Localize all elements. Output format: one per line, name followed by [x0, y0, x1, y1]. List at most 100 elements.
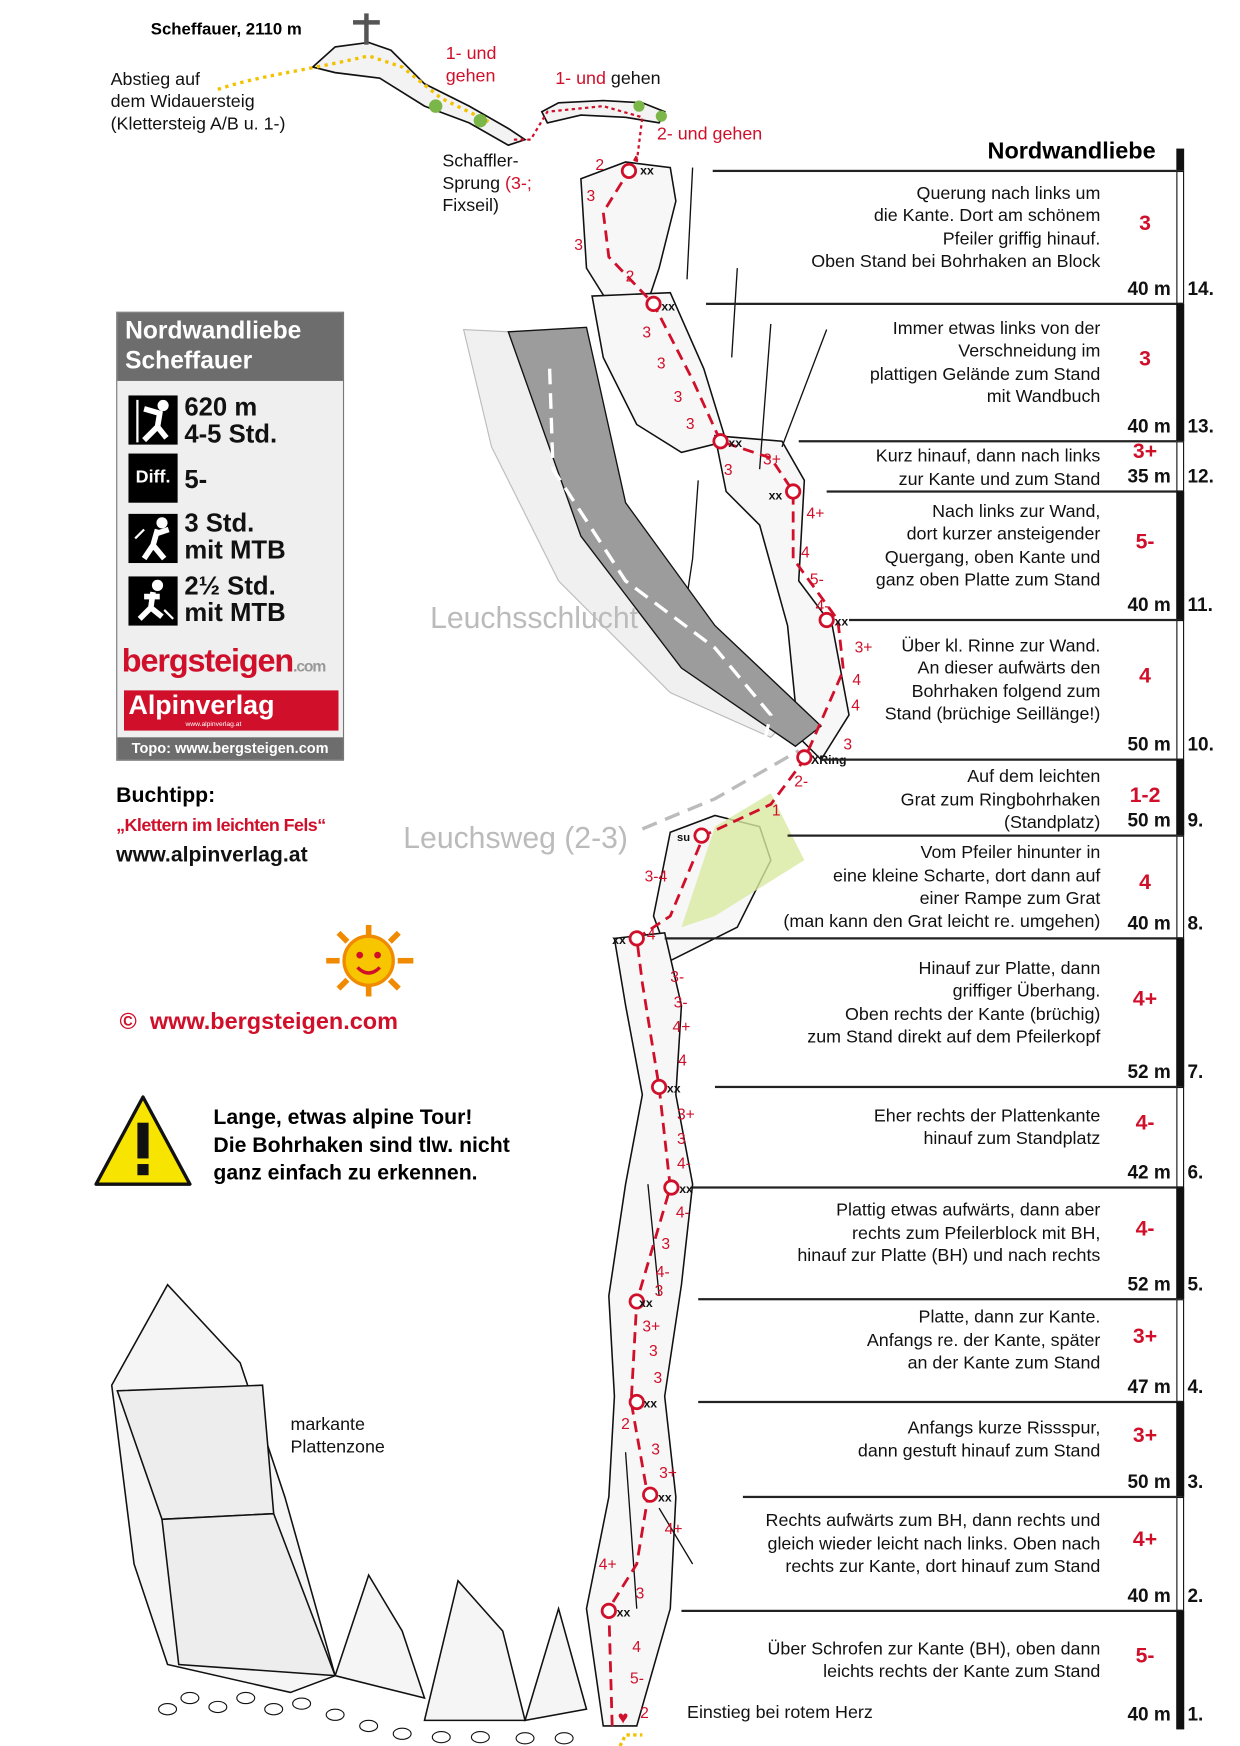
pitch-number: 12. [1187, 465, 1214, 488]
logo-url: www.alpinverlag.at [185, 721, 242, 729]
book-tip-label: Buchtipp: [116, 784, 216, 808]
route-length: 620 m [184, 392, 258, 422]
route-grade-label: 3 [586, 186, 596, 205]
summit-ridge [311, 41, 666, 147]
pitch-row: Auf dem leichten Grat zum Ringbohrhaken … [0, 759, 1240, 837]
ridge-note-text: gehen [445, 67, 496, 87]
ridge-note-grade: 1- und [555, 69, 606, 89]
route-grade-label: 4- [655, 1262, 670, 1281]
pitch-number: 8. [1187, 912, 1204, 934]
pitch-length: 40 m [1127, 1703, 1171, 1725]
ridge-note-text: gehen [712, 125, 763, 145]
pitch-grade: 3+ [1132, 440, 1158, 464]
route-grade-label: 5- [630, 1668, 644, 1687]
pitch-bar-segment [1176, 303, 1185, 442]
warning-text: Lange, etwas alpine Tour! Die Bohrhaken … [213, 1104, 509, 1188]
logo-text: bergsteigen [121, 643, 294, 680]
route-grade-label: 5- [809, 569, 824, 588]
warning-line: Die Bohrhaken sind tlw. nicht [213, 1133, 510, 1158]
book-title: „Klettern im leichten Fels“ [116, 816, 326, 836]
pitch-length: 47 m [1127, 1376, 1171, 1398]
anchor-label: xx [661, 300, 676, 314]
pitch-divider [698, 1400, 1182, 1404]
pitch-description: Plattig etwas aufwärts, dann aber rechts… [797, 1201, 1101, 1266]
descent-line: Abstieg auf [110, 70, 201, 90]
route-grade-label: 3 [635, 1584, 645, 1602]
route-grade-label: 3 [723, 460, 733, 479]
publisher-link[interactable]: www.alpinverlag.at [116, 843, 308, 867]
route-grade-label: 4 [678, 1051, 687, 1070]
pitch-row: Hinauf zur Platte, dann griffiger Überha… [0, 938, 1240, 1089]
belay-stations [600, 162, 835, 1619]
route-grade-label: 4- [676, 1153, 691, 1172]
route-grade-label: 3+ [762, 450, 781, 469]
pitch-length: 40 m [1127, 594, 1171, 616]
warning-line: ganz einfach zu erkennen. [213, 1161, 478, 1186]
anchor-label: xx [657, 1491, 672, 1505]
route-grade-label: 3- [673, 993, 688, 1011]
pitch-description: Eher rechts der Plattenkante hinauf zum … [873, 1106, 1101, 1149]
pitch-description: Rechts aufwärts zum BH, dann rechts und … [765, 1511, 1101, 1577]
anchor-label: xx [834, 615, 849, 629]
pitch-bar-segment [1176, 1610, 1185, 1730]
pitch-number: 3. [1187, 1471, 1204, 1493]
copyright-link[interactable]: © www.bergsteigen.com [119, 1008, 398, 1035]
route-grade-label: 4 [852, 670, 862, 689]
pitch-description: Kurz hinauf, dann nach links zur Kante u… [875, 446, 1101, 489]
anchor-label: xx [616, 1606, 631, 1620]
ridge-note-grade: 1- und [445, 44, 497, 64]
pitch-divider [692, 1186, 1182, 1189]
pitch-row: Nach links zur Wand, dort kurzer ansteig… [0, 491, 1240, 622]
pitch-row: Plattig etwas aufwärts, dann aber rechts… [0, 1187, 1240, 1301]
pitch-bar-segment [1176, 835, 1185, 939]
anchor-label: xx [643, 1397, 658, 1411]
pitch-grade: 5- [1135, 1644, 1155, 1668]
heart-icon: ♥ [618, 1708, 629, 1728]
pitch-divider [798, 440, 1182, 443]
pitch-number: 13. [1187, 415, 1214, 437]
route-grade-label: 2 [640, 1703, 649, 1722]
ridge-note-1: 1- und gehen [446, 44, 497, 89]
leuchsweg-path [641, 749, 800, 831]
bergsteigen-logo: bergsteigen.com [121, 643, 326, 680]
pitch-divider [849, 618, 1182, 622]
logo-text: Alpinverlag [128, 690, 275, 721]
schaffler-line: Fixseil) [442, 196, 499, 216]
info-approach: 3 Std.mit MTB [184, 509, 285, 563]
pitch-divider [712, 169, 1182, 173]
pitch-length: 42 m [1127, 1161, 1171, 1184]
pitch-bar-cap [1176, 148, 1185, 171]
pitch-number: 11. [1187, 594, 1213, 616]
route-grade-label: 4 [851, 695, 860, 714]
slab-zone-line: Plattenzone [290, 1437, 385, 1457]
pitch-bar-segment [1176, 620, 1185, 760]
pitch-divider [714, 1085, 1182, 1089]
ridge-note-grade: 2- und [656, 125, 708, 145]
start-label: Einstieg bei rotem Herz [687, 1703, 873, 1723]
pitch-grade: 4- [1135, 1111, 1155, 1135]
pitch-grade: 4+ [1132, 986, 1158, 1011]
route-grade-label: 2 [621, 1414, 630, 1433]
pitch-description: Vom Pfeiler hinunter in eine kleine Scha… [783, 843, 1101, 932]
pitch-divider [698, 1298, 1182, 1301]
summit-cross-icon [353, 13, 380, 45]
approach-time: 3 Std. [184, 508, 255, 538]
route-title: Nordwandliebe [987, 138, 1156, 165]
pitch-number: 14. [1187, 278, 1214, 300]
slab-zone-rocks [110, 1283, 588, 1722]
pitch-grade: 4 [1139, 664, 1151, 688]
pitch-grade: 1-2 [1129, 783, 1161, 808]
route-grade-label: 3 [656, 354, 666, 373]
anchor-label: xx [638, 1296, 653, 1311]
pitch-grade: 3+ [1132, 1423, 1158, 1448]
return-time: 2½ Std. [184, 570, 276, 600]
pitch-bar-segment [1176, 938, 1185, 1087]
route-grade-label: 3+ [854, 637, 873, 656]
route-grade-label: 2 [625, 266, 635, 285]
route-grade-label: 3 [642, 322, 652, 341]
route-grade-label: 3+ [642, 1317, 661, 1335]
pitch-bar-segment [1176, 1401, 1185, 1497]
